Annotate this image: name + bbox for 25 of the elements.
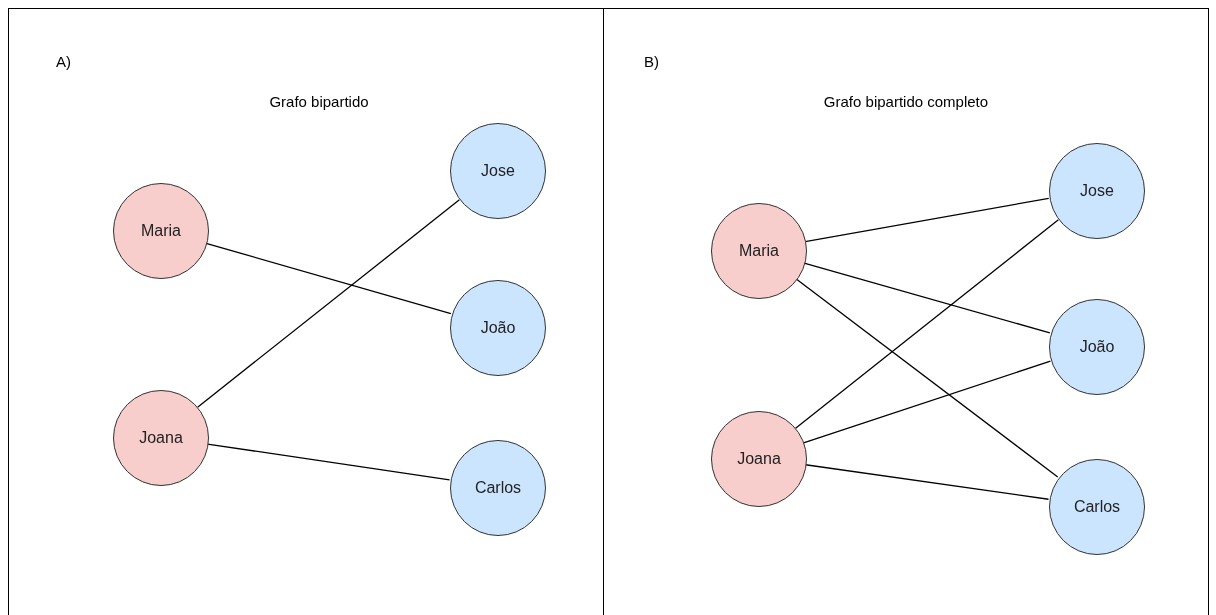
vertex-label: Maria (739, 242, 779, 260)
vertex-label: Joana (737, 450, 781, 468)
panel-letter: B) (644, 53, 659, 70)
panel-letter: A) (56, 53, 71, 70)
edge-line (802, 360, 1052, 444)
edge-line (804, 464, 1050, 500)
edge-line (794, 219, 1060, 429)
panel (8, 8, 604, 615)
edge-line (206, 443, 451, 481)
panel (603, 8, 1209, 615)
vertex-label: Joana (139, 429, 183, 447)
vertex-label: João (480, 319, 516, 337)
vertex-label: Maria (141, 222, 181, 240)
vertex-label: Carlos (1073, 498, 1121, 516)
edge-line (795, 278, 1059, 478)
edge-line (196, 199, 461, 408)
vertex-label: João (1079, 338, 1115, 356)
vertex-label: Jose (1080, 182, 1114, 200)
panel-title: Grafo bipartido completo (823, 93, 989, 110)
panel-title: Grafo bipartido (269, 93, 369, 110)
edge-line (803, 262, 1051, 334)
edge-line (804, 197, 1050, 243)
vertex-label: Carlos (474, 479, 522, 497)
vertex-label: Jose (481, 162, 515, 180)
edge-line (205, 242, 452, 315)
